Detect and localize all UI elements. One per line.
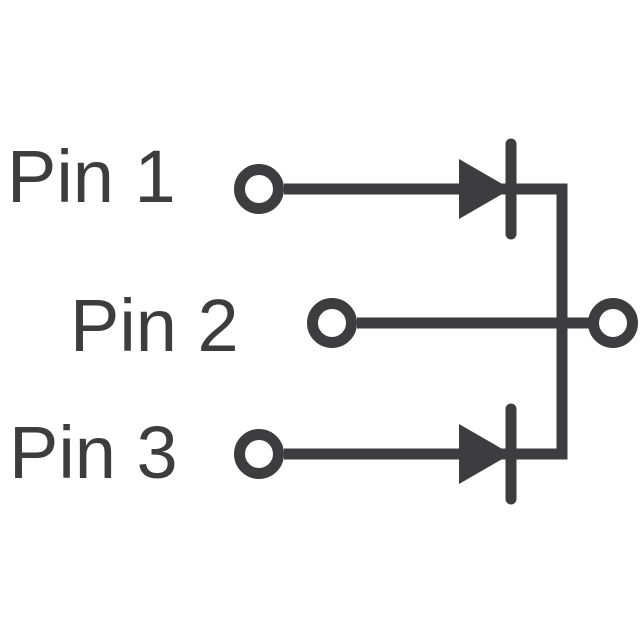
diode-1-anode-triangle-icon xyxy=(459,159,511,219)
pin-2-label: Pin 2 xyxy=(70,284,239,367)
pin-1-label: Pin 1 xyxy=(7,135,176,218)
diode-2-symbol xyxy=(459,403,517,505)
pin-2-terminal-icon xyxy=(307,298,357,348)
diode-2-anode-triangle-icon xyxy=(459,424,511,484)
common-output-terminal-icon xyxy=(588,298,638,348)
pin-3-terminal-icon xyxy=(234,429,284,479)
pin-3-label: Pin 3 xyxy=(9,411,178,494)
pin-1-terminal-icon xyxy=(234,164,284,214)
diode-1-symbol xyxy=(459,138,517,240)
